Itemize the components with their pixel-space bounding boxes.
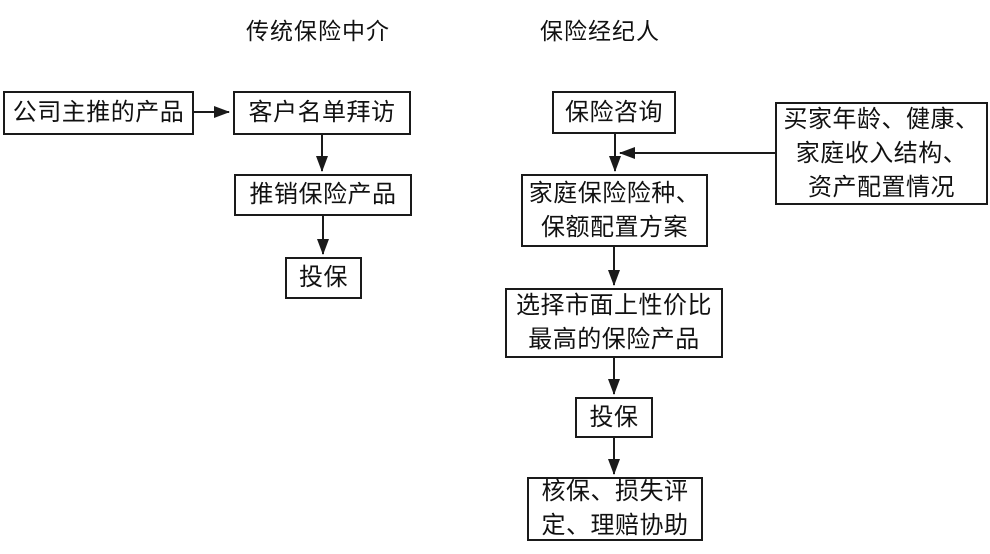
column-title-traditional-intermediary: 传统保险中介	[246, 19, 390, 44]
node-underwriting-claims-assist: 核保、损失评 定、理赔协助	[527, 477, 703, 541]
node-family-insurance-plan: 家庭保险险种、 保额配置方案	[521, 174, 708, 247]
node-client-list-visit: 客户名单拜访	[233, 91, 411, 135]
node-choose-best-value-product: 选择市面上性价比 最高的保险产品	[505, 288, 723, 358]
node-insurance-consultation: 保险咨询	[552, 91, 676, 134]
column-title-insurance-broker: 保险经纪人	[540, 19, 660, 44]
node-sell-insurance-products: 推销保险产品	[234, 174, 412, 216]
node-buyer-profile-info: 买家年龄、健康、 家庭收入结构、 资产配置情况	[775, 102, 988, 205]
node-insure-left: 投保	[285, 257, 362, 299]
node-insure-right: 投保	[575, 397, 653, 438]
node-company-main-products: 公司主推的产品	[3, 91, 194, 135]
